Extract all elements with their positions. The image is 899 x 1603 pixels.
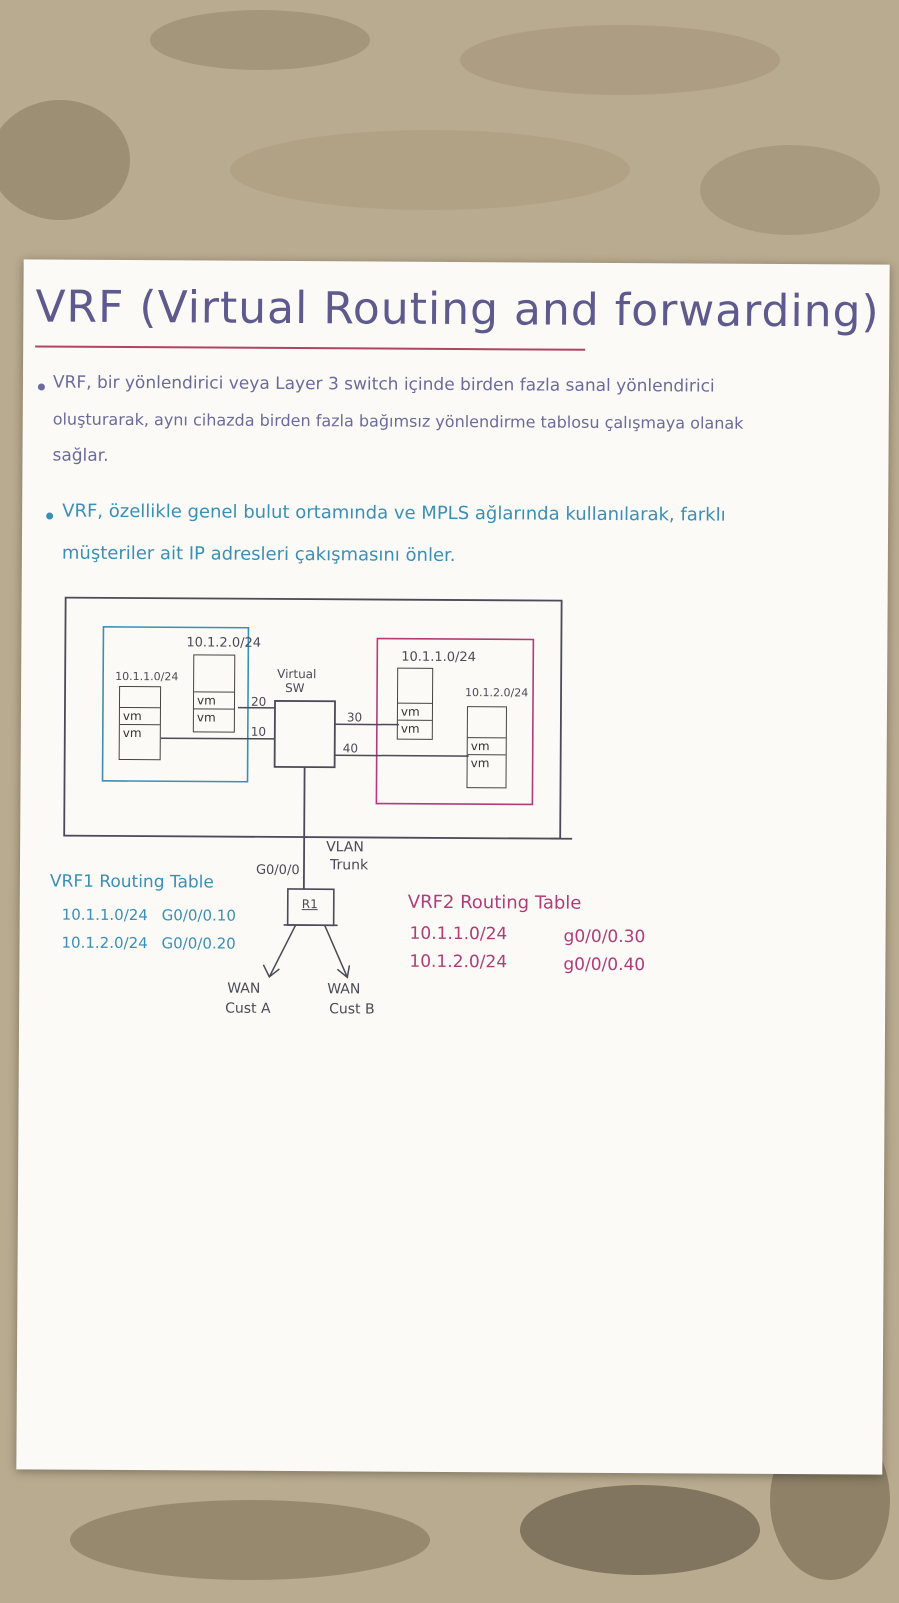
trunk-label-line2: Trunk [330,857,368,873]
vrf2-row-1-iface: g0/0/0.30 [564,927,646,947]
vrf1-table-title: VRF1 Routing Table [50,872,214,893]
port-30-label: 30 [347,710,362,724]
right-subnet-2-label: 10.1.2.0/24 [465,686,528,699]
vlan-trunk-link [304,767,305,889]
vrf1-row-1-net: 10.1.1.0/24 [62,906,148,925]
paper-sheet: VRF (Virtual Routing and forwarding) VRF… [16,259,889,1474]
wan-a-label-line1: WAN [227,981,260,997]
wan-a-label-line2: Cust A [225,1001,271,1017]
vrf2-row-2-iface: g0/0/0.40 [563,955,645,975]
vm-label: vm [194,708,234,725]
vm-label: vm [398,720,432,737]
vm-host-left-1: vm vm [119,686,161,760]
vm-label: vm [120,724,160,741]
router-r1-label: R1 [302,897,318,911]
vm-label: vm [468,737,506,754]
left-subnet-1-label: 10.1.1.0/24 [115,670,178,683]
vm-label: vm [120,707,160,724]
vm-host-left-2: vm vm [193,654,235,732]
wan-b-label-line1: WAN [327,981,360,997]
wan-link-b [324,925,347,977]
vrf2-table-title: VRF2 Routing Table [408,892,582,914]
wan-link-a [269,925,295,977]
virtual-switch [275,701,335,767]
port-40-label: 40 [343,741,358,755]
wan-b-label-line2: Cust B [329,1001,375,1017]
port-20-label: 20 [251,695,266,709]
vrf1-row-2-iface: G0/0/0.20 [161,934,235,952]
trunk-label-line1: VLAN [326,839,364,855]
vm-label: vm [194,691,234,708]
vm-host-right-2: vm vm [466,706,507,788]
left-subnet-2-label: 10.1.2.0/24 [186,635,261,650]
port-10-label: 10 [251,725,266,739]
vm-host-right-1: vm vm [397,668,433,740]
router-port-label: G0/0/0 [256,863,300,878]
vm-label: vm [468,754,506,771]
right-subnet-1-label: 10.1.1.0/24 [401,650,476,665]
vswitch-label-line1: Virtual [277,667,316,681]
vm-label: vm [398,703,432,720]
arrow-head-a [263,965,279,977]
vrf1-row-2-net: 10.1.2.0/24 [61,934,147,953]
vrf1-row-1-iface: G0/0/0.10 [162,906,236,924]
vrf2-row-1-net: 10.1.1.0/24 [410,924,508,945]
vrf2-row-2-net: 10.1.2.0/24 [409,952,507,973]
vswitch-label-line2: SW [285,681,305,695]
